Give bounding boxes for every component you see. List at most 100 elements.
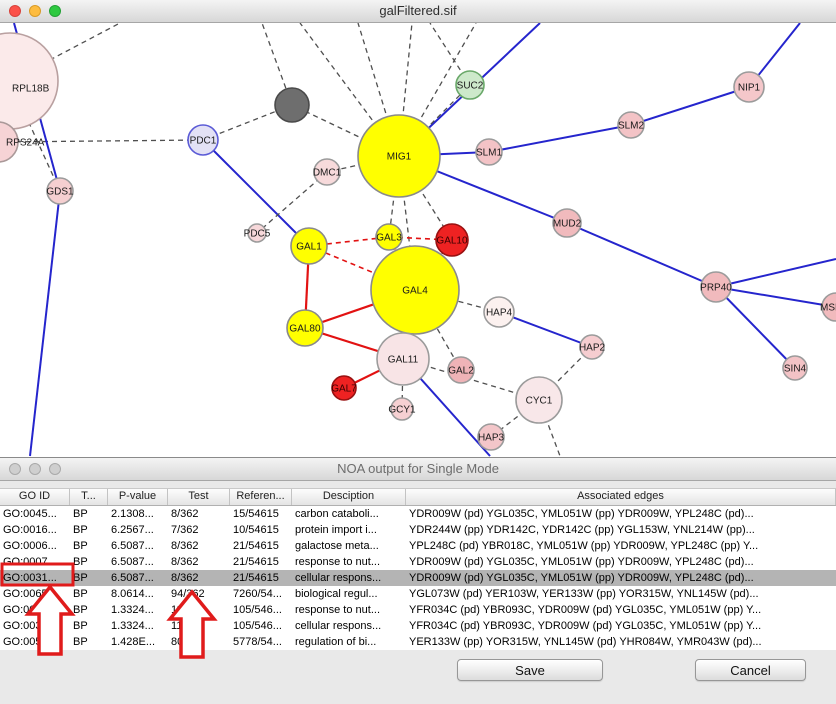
node-rps24a[interactable] bbox=[0, 121, 19, 163]
minimize-button-inactive[interactable] bbox=[29, 463, 41, 475]
edge-hap4-hap2[interactable] bbox=[498, 311, 593, 348]
node-label-slm2: SLM2 bbox=[618, 121, 645, 132]
table-cell: 8/362 bbox=[171, 572, 199, 584]
node-prp40[interactable] bbox=[700, 271, 732, 303]
column-header[interactable]: T... bbox=[70, 489, 108, 505]
node-gal4[interactable] bbox=[370, 245, 460, 335]
edge-rps24a-pdc1[interactable] bbox=[0, 139, 204, 143]
node-slm1[interactable] bbox=[475, 138, 503, 166]
node-gcy1[interactable] bbox=[390, 397, 414, 421]
column-header[interactable]: Referen... bbox=[230, 489, 292, 505]
node-gal3[interactable] bbox=[375, 223, 403, 251]
node-suc2[interactable] bbox=[455, 70, 485, 100]
table-cell: BP bbox=[73, 556, 88, 568]
table-cell: carbon cataboli... bbox=[295, 508, 379, 520]
table-cell: GO:0031... bbox=[3, 620, 57, 632]
column-header[interactable]: Test bbox=[168, 489, 230, 505]
edge-pdc1-gal1[interactable] bbox=[202, 139, 310, 247]
node-msn5[interactable] bbox=[821, 292, 836, 322]
node-rpl18b[interactable] bbox=[0, 32, 59, 130]
network-canvas[interactable]: RPL18BRPS24AGDS1PDC1DMC1MIG1SUC2SLM1SLM2… bbox=[0, 23, 836, 458]
column-header[interactable]: P-value bbox=[108, 489, 168, 505]
node-pdc5[interactable] bbox=[247, 223, 267, 243]
close-button[interactable] bbox=[9, 5, 21, 17]
node-label-rps24a: RPS24A bbox=[6, 138, 45, 149]
table-cell: 105/546... bbox=[233, 604, 282, 616]
cancel-button[interactable]: Cancel bbox=[695, 659, 806, 681]
node-dmc1[interactable] bbox=[313, 158, 341, 186]
edge-mud2-prp40[interactable] bbox=[566, 222, 717, 288]
edge-gal4-gal2[interactable] bbox=[414, 289, 462, 371]
node-cyc1[interactable] bbox=[515, 376, 563, 424]
edge-prp40-msn5[interactable] bbox=[715, 286, 836, 308]
node-slm2[interactable] bbox=[617, 111, 645, 139]
save-button[interactable]: Save bbox=[457, 659, 603, 681]
node-gal80[interactable] bbox=[286, 309, 324, 347]
edge-mig1-suc2[interactable] bbox=[398, 84, 471, 157]
edge-pdc1-dark[interactable] bbox=[202, 104, 293, 141]
close-button-inactive[interactable] bbox=[9, 463, 21, 475]
noa-titlebar[interactable]: NOA output for Single Mode bbox=[0, 458, 836, 481]
node-label-msn5: MSN5 bbox=[820, 303, 836, 314]
edge-dmc1-pdc5[interactable] bbox=[256, 171, 328, 234]
table-cell: 2.1308... bbox=[111, 508, 154, 520]
zoom-button-inactive[interactable] bbox=[49, 463, 61, 475]
node-gal11[interactable] bbox=[376, 332, 430, 386]
table-cell: 15/54615 bbox=[233, 508, 279, 520]
table-cell: YFR034C (pd) YBR093C, YDR009W (pd) YGL03… bbox=[409, 604, 762, 616]
node-hap3[interactable] bbox=[477, 423, 505, 451]
node-nip1[interactable] bbox=[733, 71, 765, 103]
table-cell: 8/362 bbox=[171, 540, 199, 552]
edge-dark-st3[interactable] bbox=[261, 23, 293, 106]
node-gal1[interactable] bbox=[290, 227, 328, 265]
zoom-button[interactable] bbox=[49, 5, 61, 17]
edge-gal1-gal4[interactable] bbox=[308, 245, 416, 291]
column-header[interactable]: GO ID bbox=[0, 489, 70, 505]
edge-gds1-sb1[interactable] bbox=[29, 190, 61, 457]
table-cell: 94/362 bbox=[171, 588, 205, 600]
network-titlebar[interactable]: galFiltered.sif bbox=[0, 0, 836, 23]
table-cell: 5778/54... bbox=[233, 636, 282, 648]
node-pdc1[interactable] bbox=[187, 124, 219, 156]
edge-prp40-sin4[interactable] bbox=[715, 286, 796, 369]
node-label-suc2: SUC2 bbox=[457, 81, 484, 92]
node-hap4[interactable] bbox=[483, 296, 515, 328]
table-cell: GO:0031... bbox=[3, 572, 57, 584]
node-mig1[interactable] bbox=[357, 114, 441, 198]
table-cell: YDR009W (pd) YGL035C, YML051W (pp) YDR00… bbox=[409, 508, 754, 520]
table-cell: 1.3324... bbox=[111, 620, 154, 632]
node-gds1[interactable] bbox=[46, 177, 74, 205]
column-header[interactable]: Associated edges bbox=[406, 489, 836, 505]
node-gal2[interactable] bbox=[447, 356, 475, 384]
edge-slm2-nip1[interactable] bbox=[630, 86, 750, 126]
node-dark[interactable] bbox=[274, 87, 310, 123]
table-cell: YPL248C (pd) YBR018C, YML051W (pp) YDR00… bbox=[409, 540, 759, 552]
table-cell: cellular respons... bbox=[295, 620, 382, 632]
node-sin4[interactable] bbox=[782, 355, 808, 381]
column-header[interactable]: Desciption bbox=[292, 489, 406, 505]
node-mud2[interactable] bbox=[552, 208, 582, 238]
node-gal7[interactable] bbox=[331, 375, 357, 401]
minimize-button[interactable] bbox=[29, 5, 41, 17]
node-hap2[interactable] bbox=[579, 334, 605, 360]
node-gal10[interactable] bbox=[435, 223, 469, 257]
edge-prp40-sr1[interactable] bbox=[715, 258, 836, 288]
table-cell: YER133W (pp) YOR315W, YNL145W (pd) YHR08… bbox=[409, 636, 762, 648]
table-cell: 105/546... bbox=[233, 620, 282, 632]
table-cell: BP bbox=[73, 620, 88, 632]
edge-slm1-slm2[interactable] bbox=[488, 124, 632, 153]
edge-mig1-st7[interactable] bbox=[398, 23, 477, 157]
